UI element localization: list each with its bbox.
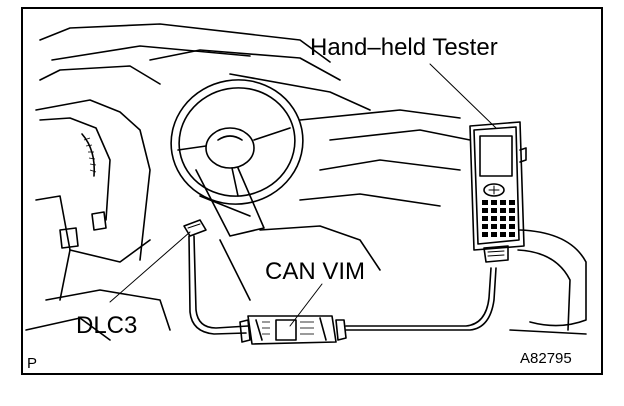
dlc3-connector	[183, 219, 207, 237]
can-vim-module	[239, 315, 347, 345]
tester-keypad	[482, 200, 515, 237]
dlc3-leader-line	[109, 231, 191, 303]
hand-held-tester	[469, 121, 527, 263]
dashboard-illustration	[25, 23, 587, 341]
figure-frame	[21, 7, 603, 375]
tester-label: Hand–held Tester	[310, 34, 498, 61]
corner-label: P	[27, 355, 37, 372]
tester-leader-line	[429, 63, 497, 129]
tester-cable	[345, 267, 497, 331]
steering-wheel	[170, 79, 304, 205]
can-vim-leader-line	[289, 283, 323, 327]
figure-id-label: A82795	[520, 350, 572, 367]
dlc3-label: DLC3	[76, 312, 137, 339]
can-vim-label: CAN VIM	[265, 258, 365, 285]
dlc3-cable	[193, 235, 249, 329]
